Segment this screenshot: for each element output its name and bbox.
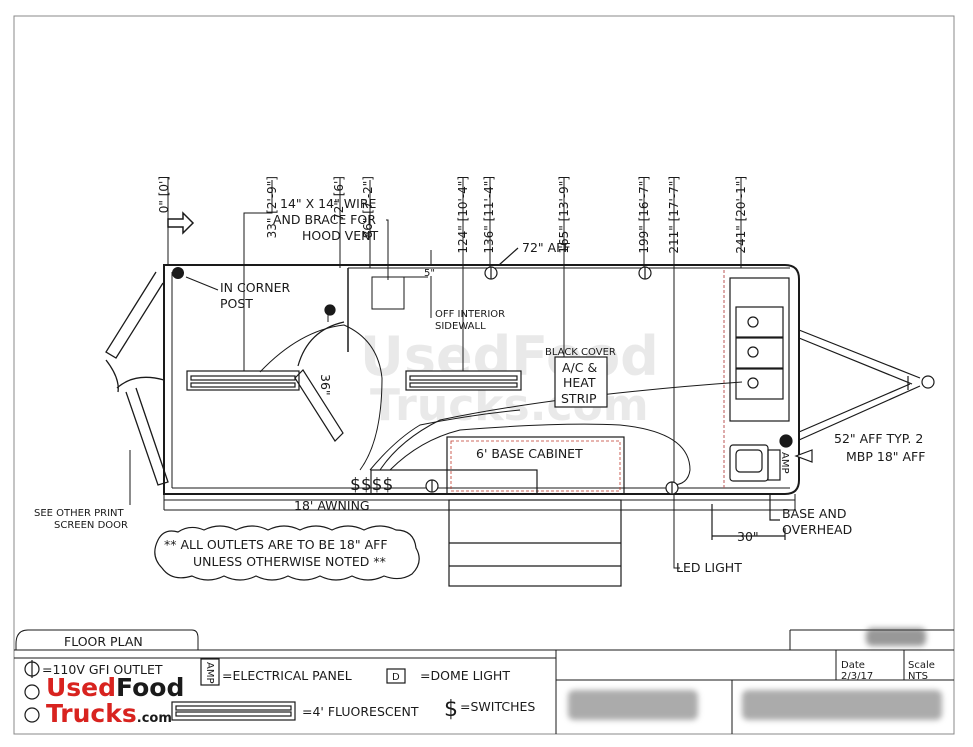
fluorescent-fixtures [186, 370, 522, 391]
redacted-blocks [568, 628, 942, 720]
legend-dome: =DOME LIGHT [420, 668, 510, 683]
note-line-1: ** ALL OUTLETS ARE TO BE 18" AFF [164, 537, 388, 552]
switches-symbols: $$$$ [350, 475, 393, 495]
page-border [13, 15, 955, 735]
awning-label: 18' AWNING [294, 498, 370, 513]
dim-30-label: 30" [737, 529, 759, 544]
note-cloud [154, 525, 420, 581]
front-cabinet [711, 277, 813, 540]
ceiling-outlets [324, 247, 679, 495]
rear-doors [105, 271, 169, 486]
trailer-body [163, 264, 800, 511]
interior-door [294, 321, 345, 442]
scale-label: Scale [908, 660, 935, 671]
svg-text:Trucks.com: Trucks.com [46, 699, 172, 728]
off-interior-label-2: SIDEWALL [435, 321, 486, 332]
legend-panel: =ELECTRICAL PANEL [222, 668, 352, 683]
see-other-label-2: SCREEN DOOR [54, 520, 128, 531]
ac-label-1: A/C & [562, 360, 597, 375]
door-36-label: 36" [318, 374, 333, 396]
base-cabinet-label: 6' BASE CABINET [476, 446, 583, 461]
hood-vent-label-2: AND BRACE FOR [273, 212, 376, 227]
direction-arrow [167, 211, 195, 235]
svg-text:UsedFood: UsedFood [46, 673, 184, 702]
aff-52-label: 52" AFF TYP. 2 [834, 431, 923, 446]
logo-com: .com [137, 711, 172, 726]
base-overhead-label-2: OVERHEAD [782, 522, 852, 537]
legend-labels: FLOOR PLAN =110V GFI OUTLET AMP =ELECTRI… [42, 634, 935, 722]
dimension-label: 86" [7'-2"] [361, 176, 375, 238]
note-line-2: UNLESS OTHERWISE NOTED ** [193, 554, 386, 569]
hood-vent-label-3: HOOD VENT [302, 228, 378, 243]
mbp-label: MBP 18" AFF [846, 449, 925, 464]
base-cabinet [370, 436, 625, 495]
plan-labels: 14" X 14" WIRE AND BRACE FOR HOOD VENT I… [34, 196, 925, 575]
legend-fluorescent: =4' FLUORESCENT [302, 704, 419, 719]
wiring-runs [259, 310, 743, 486]
led-leader [673, 494, 680, 569]
ac-unit-box [554, 356, 608, 408]
ac-label-2: HEAT [563, 375, 596, 390]
led-light-label: LED LIGHT [676, 560, 742, 575]
black-cover-label: BLACK COVER [545, 347, 616, 358]
legend-title: FLOOR PLAN [64, 634, 143, 649]
logo-trucks: Trucks [46, 699, 137, 728]
see-other-label-1: SEE OTHER PRINT [34, 508, 125, 519]
usedfoodtrucks-logo: UsedFood Trucks.com [46, 673, 184, 728]
ac-label-3: STRIP [561, 391, 597, 406]
corner-post-outlet [172, 267, 219, 291]
legend-dome-symbol: D [392, 672, 400, 683]
trailer-tongue [798, 329, 935, 441]
five-inch-label: 5" [424, 268, 435, 279]
legend-gfi: =110V GFI OUTLET [42, 662, 163, 677]
dimension-labels: 0" [0']33" [2'-9"]72" [6']86" [7'-2"]124… [157, 176, 748, 254]
legend-amp-symbol: AMP [204, 662, 215, 684]
awning [448, 499, 622, 587]
dimension-label: 136" [11'-4"] [482, 176, 496, 254]
amp-panel-label: AMP [779, 452, 790, 474]
scale-value: NTS [908, 671, 928, 682]
off-interior-label-1: OFF INTERIOR [435, 309, 505, 320]
legend-symbols [24, 658, 406, 723]
date-label: Date [841, 660, 865, 671]
dimension-label: 72" [6'] [332, 176, 346, 221]
aff-72-label: 72" AFF [522, 240, 571, 255]
base-overhead-label-1: BASE AND [782, 506, 846, 521]
legend-switch-symbol: $ [444, 697, 458, 722]
dimension-label: 0" [0'] [157, 176, 171, 213]
date-value: 2/3/17 [841, 671, 873, 682]
corner-post-label-1: IN CORNER [220, 280, 291, 295]
corner-post-label-2: POST [220, 296, 253, 311]
logo-used: Used [46, 673, 116, 702]
hood-vent-label-1: 14" X 14" WIRE [280, 196, 377, 211]
legend-switches: =SWITCHES [460, 699, 535, 714]
hood-vent [371, 219, 432, 318]
logo-food: Food [116, 673, 184, 702]
